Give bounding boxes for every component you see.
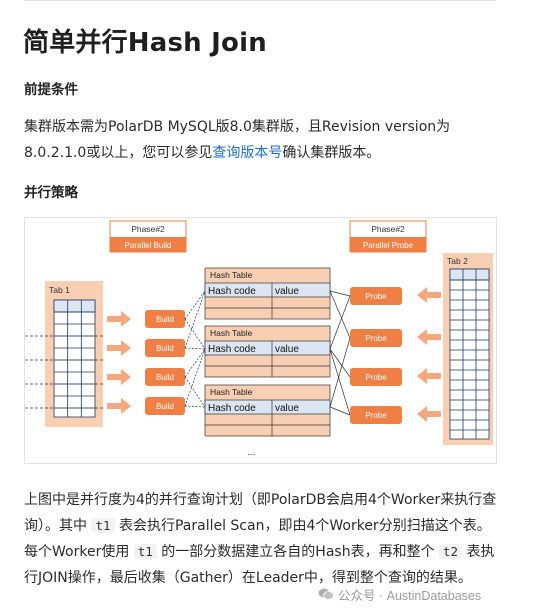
probe-arrows [417,287,441,422]
strategy-paragraph: 上图中是并行度为4的并行查询计划（即PolarDB会启用4个Worker来执行查… [24,487,502,591]
prereq-text-2: 确认集群版本。 [282,145,381,161]
check-version-link[interactable]: 查询版本号 [212,145,283,161]
value-label-3: value [275,403,299,414]
strategy-text-4: 表执行JOIN操作，最后收集（Gather）在Leader中，得到整个查询的结果… [24,544,495,586]
prereq-text-1: 集群版本需为PolarDB MySQL版8.0集群版，且Revision ver… [24,119,451,161]
phase-build-title: Phase#2 [131,224,165,234]
probe-label-3: Probe [365,373,387,382]
wechat-icon [318,588,334,600]
more-hash-tables-ellipsis: ... [247,447,255,458]
watermark: 公众号 · AustinDatabases [318,584,528,604]
probe-label-1: Probe [365,292,387,301]
phase-build-label: Parallel Build [125,241,172,250]
probe-label-2: Probe [365,334,387,343]
code-t1-a: t1 [91,518,115,533]
tab2-table: Tab 2 [443,253,493,445]
tab1-table: Tab 1 [45,281,103,427]
hash-table-label-3: Hash Table [210,387,253,397]
hash-code-label-2: Hash code [208,344,256,355]
build-label-3: Build [156,373,174,382]
hash-table-2: Hash Table Hash code value [204,325,331,378]
phase-probe-label: Parallel Probe [363,241,414,250]
watermark-text: 公众号 · AustinDatabases [338,588,482,603]
tab1-label: Tab 1 [49,285,70,295]
hash-table-3: Hash Table Hash code value [204,384,331,437]
strategy-text-3: 的一部分数据建立各自的Hash表，再和整个 [156,544,440,560]
hash-code-label-3: Hash code [208,403,256,414]
build-label-1: Build [156,315,174,324]
probe-connectors [329,290,351,416]
value-label-1: value [275,286,299,297]
build-label-2: Build [156,344,174,353]
hash-code-label-1: Hash code [208,286,256,297]
strategy-text-1: 上图中是并行度为4的并行查询计划（即PolarDB会启用4个Worker来执行查… [24,492,497,534]
hash-table-label-1: Hash Table [210,270,253,280]
scan-arrows [107,311,131,414]
code-t2: t2 [439,544,463,559]
probe-label-4: Probe [365,411,387,420]
strategy-heading: 并行策略 [24,185,78,201]
phase-probe-title: Phase#2 [371,224,405,234]
page-title: 简单并行Hash Join [23,28,267,58]
build-label-4: Build [156,402,174,411]
build-workers: Build Build Build Build [145,310,185,415]
top-divider [24,0,496,1]
phase-build-box: Phase#2 Parallel Build [109,220,187,253]
hash-table-1: Hash Table Hash code value [204,267,331,320]
value-label-2: value [275,344,299,355]
prereq-paragraph: 集群版本需为PolarDB MySQL版8.0集群版，且Revision ver… [24,114,502,166]
parallel-hash-join-diagram: Phase#2 Parallel Build Phase#2 Parallel … [24,217,497,464]
strategy-text-2: 表会执行Parallel Scan，即由4个Worker分别扫描这个表。每个Wo… [24,518,491,560]
probe-workers: Probe Probe Probe Probe [350,287,402,424]
prereq-heading: 前提条件 [24,82,78,98]
scan-lines [25,335,105,409]
tab2-label: Tab 2 [447,256,468,266]
code-t1-b: t1 [133,544,157,559]
hash-table-label-2: Hash Table [210,328,253,338]
build-connectors [184,290,206,408]
phase-probe-box: Phase#2 Parallel Probe [349,220,427,253]
